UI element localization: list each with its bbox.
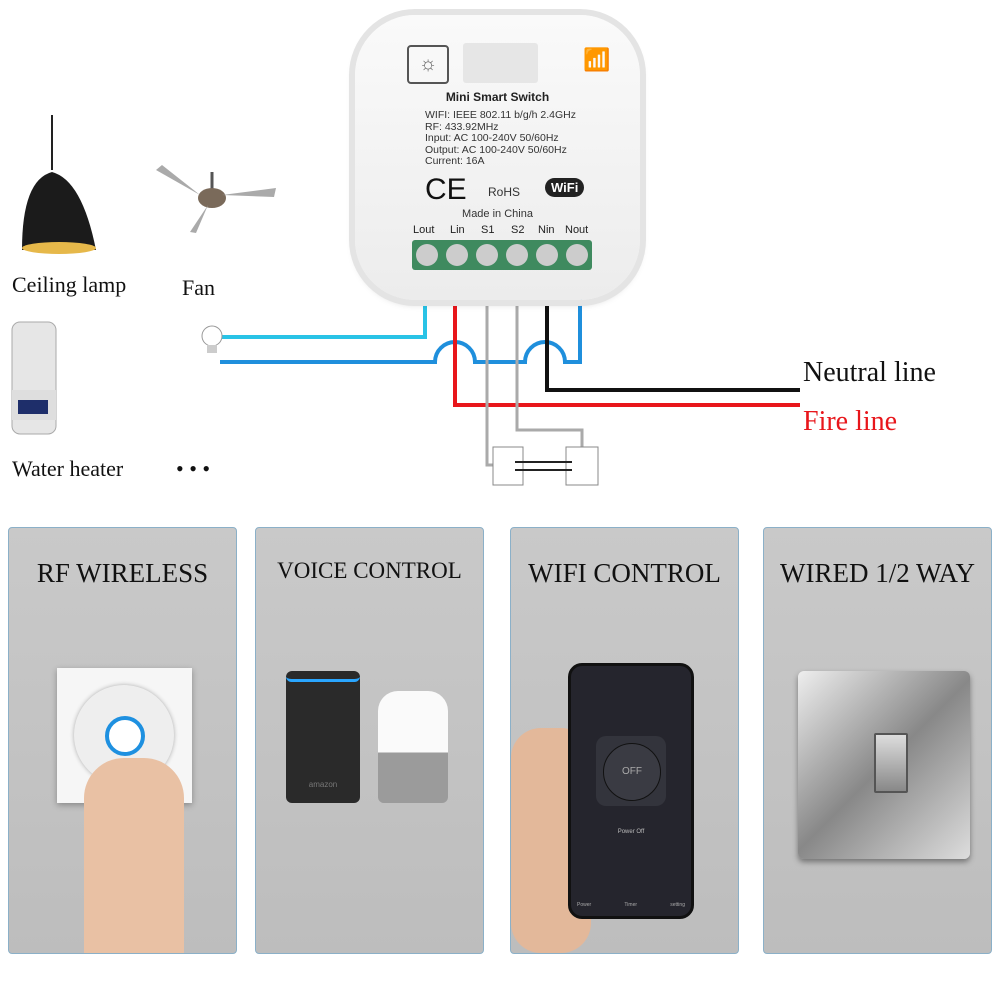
- bulb-icon: [201, 325, 223, 353]
- phone-status: Power Off: [617, 829, 645, 835]
- rocker-switch[interactable]: [874, 733, 908, 793]
- terminal-label-nin: Nin: [538, 224, 555, 236]
- terminal-block: [412, 240, 592, 270]
- indicator-window: [463, 43, 538, 83]
- panel-wifi-control: WIFI CONTROL OFF Power Off Power Timer s…: [510, 527, 739, 954]
- spec-line: Input: AC 100-240V 50/60Hz: [425, 132, 559, 144]
- spec-line: Current: 16A: [425, 155, 485, 167]
- panel-rf-wireless: RF WIRELESS: [8, 527, 237, 954]
- device-specs: WIFI: IEEE 802.11 b/g/h 2.4GHz RF: 433.9…: [425, 109, 576, 168]
- wall-switch-plate: [798, 671, 970, 859]
- ceiling-lamp-label: Ceiling lamp: [12, 272, 127, 297]
- wall-switch-2: [565, 446, 599, 486]
- nout-wire: [220, 255, 582, 364]
- phone-off-button[interactable]: OFF: [603, 743, 661, 801]
- phone-tab-timer[interactable]: Timer: [624, 902, 638, 908]
- panel-wired-way: WIRED 1/2 WAY: [763, 527, 992, 954]
- neutral-wire: [545, 255, 800, 392]
- rf-button-icon: [105, 716, 145, 756]
- panel-voice-control: VOICE CONTROL amazon: [255, 527, 484, 954]
- phone-tab-power[interactable]: Power: [577, 902, 592, 908]
- fan-label: Fan: [182, 275, 215, 300]
- terminal-label-s1: S1: [481, 224, 495, 236]
- hand-image: [84, 758, 184, 953]
- smart-switch-device: ☼ 📶 Mini Smart Switch WIFI: IEEE 802.11 …: [355, 15, 640, 300]
- device-title: Mini Smart Switch: [445, 90, 550, 104]
- wifi-signal-icon: 📶: [583, 47, 611, 72]
- neutral-line-label: Neutral line: [803, 357, 936, 388]
- fire-line-label: Fire line: [803, 406, 898, 437]
- terminal-label-lout: Lout: [413, 224, 435, 236]
- fan-icon: [156, 165, 276, 233]
- terminal-label-nout: Nout: [565, 224, 589, 236]
- wall-switch-1: [492, 446, 524, 486]
- echo-speaker: amazon: [286, 671, 360, 803]
- panel-title: WIRED 1/2 WAY: [780, 558, 975, 588]
- s2-wire: [515, 255, 584, 455]
- panel-title: VOICE CONTROL: [277, 558, 462, 583]
- panel-title: WIFI CONTROL: [528, 558, 721, 588]
- wifi-logo: WiFi: [545, 178, 585, 197]
- fire-wire: [453, 255, 800, 407]
- more-loads-label: • • •: [176, 456, 211, 481]
- light-button-icon: ☼: [407, 45, 449, 84]
- spec-line: RF: 433.92MHz: [425, 120, 499, 133]
- terminal-label-lin: Lin: [450, 224, 465, 236]
- ce-mark: CE: [425, 173, 467, 206]
- spec-line: WIFI: IEEE 802.11 b/g/h 2.4GHz: [425, 109, 576, 121]
- phone-tab-setting[interactable]: setting: [670, 902, 685, 908]
- wiring-diagram: [11, 115, 800, 486]
- ceiling-lamp-icon: [22, 115, 96, 254]
- home-speaker: [378, 691, 448, 803]
- rohs-mark: RoHS: [488, 185, 521, 199]
- water-heater-icon: [11, 321, 57, 435]
- water-heater-label: Water heater: [12, 456, 124, 481]
- terminal-label-s2: S2: [511, 224, 525, 236]
- spec-line: Output: AC 100-240V 50/60Hz: [425, 143, 567, 156]
- speaker-brand: amazon: [308, 780, 338, 789]
- made-in-label: Made in China: [462, 208, 533, 220]
- panel-title: RF WIRELESS: [36, 558, 209, 588]
- phone: OFF Power Off Power Timer setting: [568, 663, 694, 919]
